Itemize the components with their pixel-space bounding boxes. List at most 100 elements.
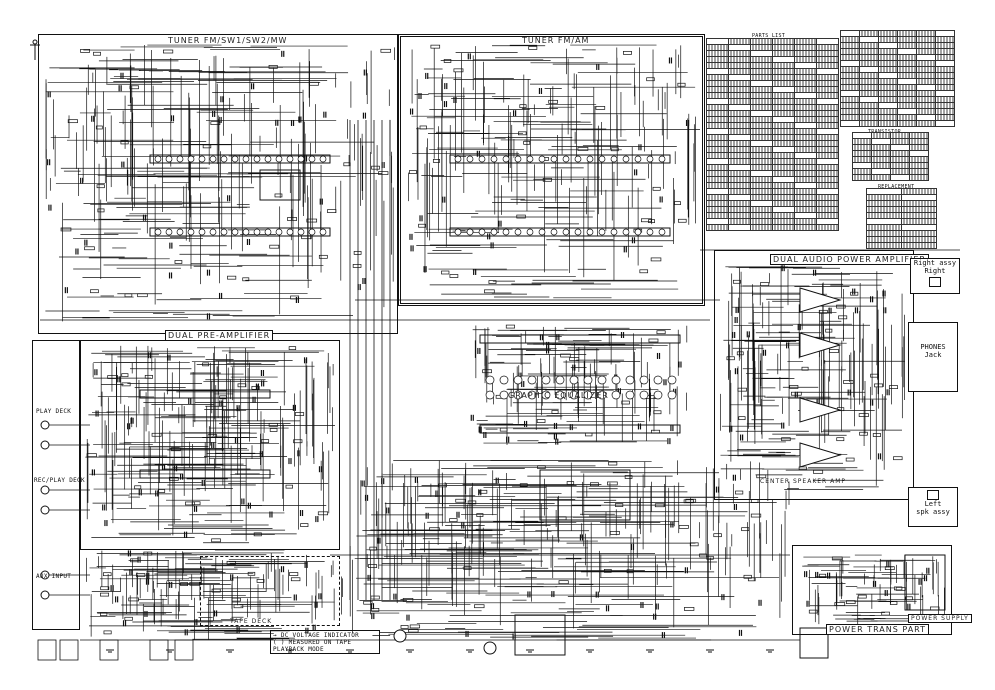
resistor-icon: [479, 489, 488, 494]
resistor-icon: [285, 484, 293, 489]
resistor-icon: [825, 328, 833, 333]
resistor-icon: [648, 338, 659, 343]
resistor-icon: [846, 600, 856, 604]
resistor-icon: [429, 527, 440, 532]
resistor-icon: [97, 208, 105, 213]
resistor-icon: [819, 573, 827, 578]
resistor-icon: [441, 270, 450, 275]
resistor-icon: [130, 558, 139, 563]
replacement-table-title: REPLACEMENT: [878, 184, 915, 190]
resistor-icon: [813, 469, 824, 474]
resistor-icon: [884, 566, 895, 570]
resistor-icon: [247, 571, 256, 576]
transistor-table: [852, 132, 929, 181]
resistor-icon: [95, 125, 103, 130]
resistor-icon: [858, 413, 869, 417]
legend-line-2: ( ) MEASURED ON TAPE: [273, 639, 352, 646]
resistor-icon: [845, 457, 855, 462]
resistor-icon: [121, 382, 131, 387]
resistor-icon: [505, 324, 515, 329]
resistor-icon: [369, 546, 377, 551]
resistor-icon: [432, 159, 441, 163]
power-trans-title: POWER TRANS PART: [826, 624, 930, 635]
resistor-icon: [689, 542, 699, 547]
resistor-icon: [905, 596, 913, 601]
resistor-icon: [400, 625, 409, 629]
resistor-icon: [453, 68, 464, 73]
resistor-icon: [443, 59, 452, 63]
resistor-icon: [438, 483, 447, 488]
resistor-icon: [790, 391, 802, 396]
resistor-icon: [268, 422, 278, 427]
resistor-icon: [137, 293, 148, 298]
resistor-icon: [368, 564, 378, 568]
resistor-icon: [418, 223, 426, 228]
resistor-icon: [566, 481, 575, 485]
speaker-icon: [929, 277, 941, 287]
pre-amp-title: DUAL PRE-AMPLIFIER: [165, 330, 274, 341]
resistor-icon: [488, 280, 497, 284]
resistor-icon: [409, 624, 421, 629]
resistor-icon: [103, 630, 112, 635]
right-speaker-line1: Right assy: [913, 259, 957, 267]
resistor-icon: [558, 580, 569, 585]
resistor-icon: [881, 611, 890, 616]
resistor-icon: [499, 427, 508, 432]
tuner-fm-sw-mw-title: TUNER FM/SW1/SW2/MW: [168, 36, 288, 45]
resistor-icon: [595, 106, 606, 110]
resistor-icon: [872, 433, 881, 437]
resistor-icon: [253, 532, 262, 537]
resistor-icon: [168, 476, 179, 481]
power-amp-title: DUAL AUDIO POWER AMPLIFIER: [770, 254, 929, 265]
resistor-icon: [202, 144, 212, 149]
resistor-icon: [484, 289, 495, 294]
resistor-icon: [870, 373, 879, 378]
resistor-icon: [449, 518, 458, 522]
resistor-icon: [798, 466, 807, 471]
aux-input-label: AUX INPUT: [36, 573, 72, 580]
resistor-icon: [93, 51, 101, 56]
resistor-icon: [639, 269, 649, 274]
resistor-icon: [306, 218, 318, 223]
resistor-icon: [171, 447, 181, 452]
resistor-icon: [831, 556, 843, 561]
resistor-icon: [370, 595, 380, 600]
resistor-icon: [121, 373, 129, 378]
resistor-icon: [86, 453, 97, 458]
resistor-icon: [836, 437, 845, 442]
resistor-icon: [482, 369, 492, 374]
power-supply-title: POWER SUPPLY: [908, 614, 972, 623]
resistor-icon: [677, 218, 687, 223]
resistor-icon: [737, 387, 747, 392]
resistor-icon: [836, 304, 846, 309]
transformer-icon: [904, 554, 946, 611]
resistor-icon: [760, 282, 770, 286]
resistor-icon: [874, 383, 883, 388]
resistor-icon: [371, 608, 380, 612]
resistor-icon: [231, 597, 241, 602]
pre-amp-frame: [80, 340, 340, 550]
phones-line1: PHONES: [920, 343, 946, 351]
rec-play-deck-label: REC/PLAY DECK: [34, 477, 85, 484]
resistor-icon: [828, 349, 839, 353]
resistor-icon: [380, 48, 391, 53]
motor-icon: [393, 629, 407, 643]
resistor-icon: [237, 383, 247, 388]
resistor-icon: [300, 523, 309, 527]
resistor-icon: [294, 412, 305, 416]
fuse-icon: [799, 627, 829, 659]
tuner-ic-1b: [149, 227, 331, 237]
resistor-icon: [100, 612, 108, 616]
resistor-icon: [699, 553, 707, 558]
resistor-icon: [684, 607, 695, 611]
amplifier-icon: [799, 442, 842, 468]
resistor-icon: [96, 184, 105, 189]
resistor-icon: [743, 574, 752, 579]
parts-table-title: PARTS LIST: [752, 33, 786, 39]
resistor-icon: [789, 385, 799, 389]
right-speaker-line2: Right: [924, 267, 946, 275]
resistor-icon: [163, 49, 174, 54]
resistor-icon: [144, 374, 153, 379]
resistor-icon: [685, 498, 697, 503]
